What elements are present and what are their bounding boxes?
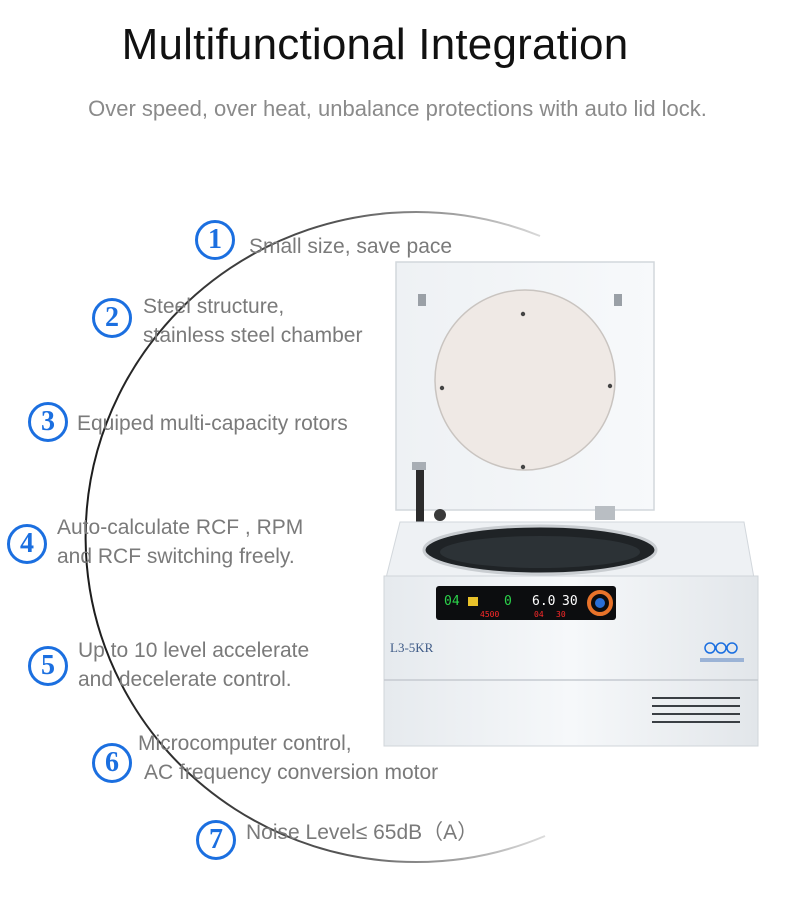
feature-text: Noise Level≤ 65dB（A） bbox=[246, 818, 478, 847]
feature-line-2: and RCF switching freely. bbox=[57, 545, 295, 568]
display-mid-code: 0 bbox=[504, 594, 512, 609]
control-panel bbox=[436, 586, 616, 620]
display-time: 30 bbox=[562, 594, 578, 609]
feature-number-badge: 5 bbox=[28, 646, 68, 686]
display-sub-3: 30 bbox=[556, 610, 566, 619]
feature-text: Auto-calculate RCF , RPM and RCF switchi… bbox=[57, 513, 303, 571]
feature-line-1: Up to 10 level accelerate bbox=[78, 639, 310, 662]
feature-line-2: stainless steel chamber bbox=[143, 324, 363, 347]
control-dial bbox=[587, 590, 613, 616]
feature-text: Small size, save pace bbox=[249, 232, 452, 261]
feature-number-badge: 6 bbox=[92, 743, 132, 783]
model-label: L3-5KR bbox=[390, 640, 434, 655]
feature-number-badge: 4 bbox=[7, 524, 47, 564]
feature-line-2: AC frequency conversion motor bbox=[144, 761, 439, 784]
display-sub-2: 04 bbox=[534, 610, 544, 619]
feature-text: Microcomputer control, AC frequency conv… bbox=[138, 729, 438, 787]
feature-number-badge: 2 bbox=[92, 298, 132, 338]
display-sub-1: 4500 bbox=[480, 610, 499, 619]
feature-number-badge: 1 bbox=[195, 220, 235, 260]
feature-text: Up to 10 level accelerate and decelerate… bbox=[78, 636, 309, 694]
brand-logo bbox=[700, 642, 744, 662]
feature-line-1: Auto-calculate RCF , RPM bbox=[57, 516, 304, 539]
feature-line-1: Small size, save pace bbox=[249, 235, 453, 258]
feature-text: Steel structure, stainless steel chamber bbox=[143, 292, 362, 350]
feature-line-1: Noise Level≤ 65dB（A） bbox=[246, 821, 479, 844]
lid-inner-plate bbox=[434, 289, 616, 471]
vent-grille bbox=[652, 697, 740, 723]
feature-line-1: Microcomputer control, bbox=[138, 732, 352, 755]
page-subtitle: Over speed, over heat, unbalance protect… bbox=[88, 96, 707, 121]
page-title: Multifunctional Integration bbox=[121, 20, 629, 69]
feature-line-1: Equiped multi-capacity rotors bbox=[77, 412, 348, 435]
display-speed: 6.0 bbox=[532, 594, 555, 609]
feature-number-badge: 3 bbox=[28, 402, 68, 442]
display-left-code: 04 bbox=[444, 594, 460, 609]
feature-text: Equiped multi-capacity rotors bbox=[77, 409, 348, 438]
feature-line-2: and decelerate control. bbox=[78, 668, 292, 691]
centrifuge-image: 04 0 6.0 30 4500 04 30 L3-5KR bbox=[383, 261, 759, 747]
feature-line-1: Steel structure, bbox=[143, 295, 285, 318]
feature-number-badge: 7 bbox=[196, 820, 236, 860]
gas-spring bbox=[416, 468, 424, 523]
